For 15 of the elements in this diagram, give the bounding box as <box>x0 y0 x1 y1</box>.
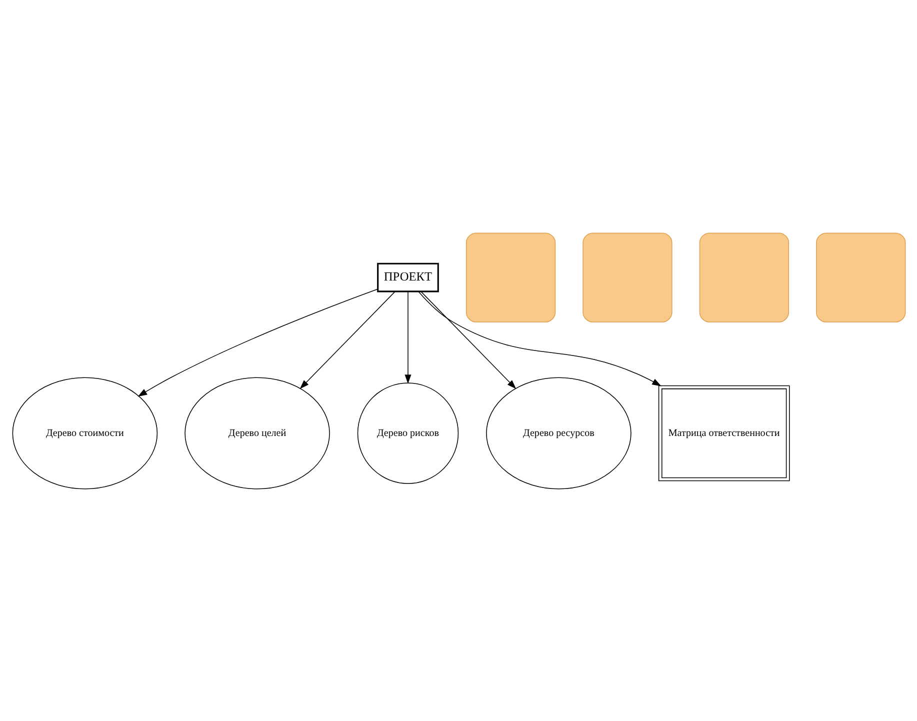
arrow <box>404 290 411 384</box>
node-callout <box>698 232 789 322</box>
node-box: ПРОЕКТ <box>376 262 438 292</box>
node-callout <box>465 232 556 322</box>
node-ellipse: Дерево ресурсов <box>486 376 631 489</box>
arrow <box>299 290 396 389</box>
node-callout <box>582 232 672 322</box>
arrow <box>418 290 661 386</box>
node-ellipse: Дерево целей <box>184 376 330 489</box>
arrow <box>420 290 516 389</box>
arrow <box>137 288 378 396</box>
node-circle: Дерево рисков <box>356 382 458 484</box>
node-callout <box>816 232 906 322</box>
node-ellipse: Дерево стоимости <box>12 376 158 489</box>
node-box: Матрица ответственности <box>658 384 790 481</box>
